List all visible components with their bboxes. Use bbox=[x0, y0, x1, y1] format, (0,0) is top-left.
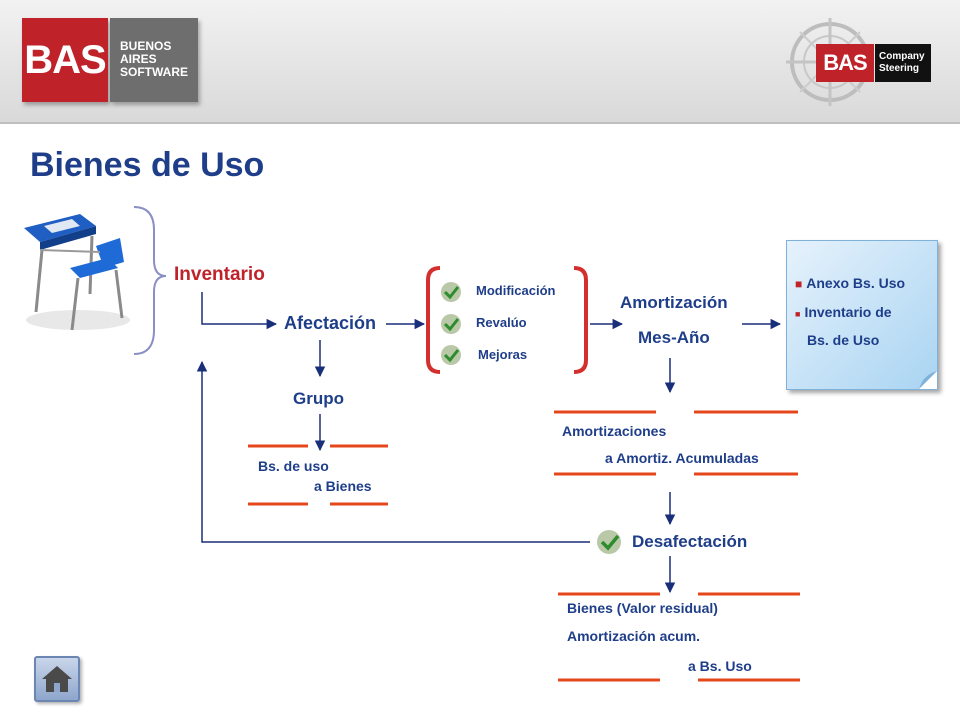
mes-anio-label: Mes-Año bbox=[638, 328, 710, 347]
option-revaluo: Revalúo bbox=[476, 315, 527, 330]
option-modificacion: Modificación bbox=[476, 283, 556, 298]
bullet-icon: ■ bbox=[795, 277, 803, 291]
note-item-continued: Bs. de Uso bbox=[807, 332, 880, 348]
logo-line: SOFTWARE bbox=[120, 65, 188, 79]
company-steering-logo-text: Company Steering bbox=[875, 44, 931, 82]
afectacion-label: Afectación bbox=[284, 313, 377, 333]
logo-line: BUENOS bbox=[120, 39, 172, 53]
bas-logo-text: BUENOS AIRES SOFTWARE bbox=[110, 18, 198, 102]
note-item-label: Anexo Bs. Uso bbox=[806, 275, 906, 291]
amortizacion-label: Amortización bbox=[620, 293, 728, 312]
bs-de-uso-label: Bs. de uso bbox=[258, 458, 329, 474]
report-note: ■Anexo Bs. Uso ■Inventario de Bs. de Uso bbox=[786, 240, 938, 390]
logo-line: AIRES bbox=[120, 52, 157, 66]
home-icon bbox=[42, 666, 72, 692]
header-banner: BAS BUENOS AIRES SOFTWARE BAS Company St… bbox=[0, 0, 960, 124]
inventario-label: Inventario bbox=[174, 264, 265, 285]
amortizaciones-label: Amortizaciones bbox=[562, 423, 667, 439]
option-mejoras: Mejoras bbox=[478, 347, 528, 362]
company-steering-logo-mark: BAS bbox=[816, 44, 874, 82]
note-item-label: Inventario de bbox=[804, 304, 892, 320]
note-item: ■Anexo Bs. Uso bbox=[795, 275, 905, 291]
amortizacion-acum-label: Amortización acum. bbox=[567, 628, 701, 644]
logo-line: Steering bbox=[879, 63, 920, 74]
bullet-icon: ■ bbox=[795, 309, 801, 319]
logo-line: Company bbox=[879, 51, 925, 62]
bas-logo-mark: BAS bbox=[22, 18, 108, 102]
a-amortiz-acumuladas-label: a Amortiz. Acumuladas bbox=[605, 450, 759, 466]
note-item: ■Inventario de bbox=[795, 304, 892, 320]
desafectacion-label: Desafectación bbox=[632, 532, 748, 551]
a-bs-uso-label: a Bs. Uso bbox=[688, 658, 752, 674]
a-bienes-label: a Bienes bbox=[314, 478, 372, 494]
grupo-label: Grupo bbox=[293, 389, 344, 408]
bienes-valor-residual-label: Bienes (Valor residual) bbox=[567, 600, 718, 616]
home-button[interactable] bbox=[34, 656, 80, 702]
page-curl-icon bbox=[919, 371, 937, 389]
page-title: Bienes de Uso bbox=[30, 146, 265, 184]
